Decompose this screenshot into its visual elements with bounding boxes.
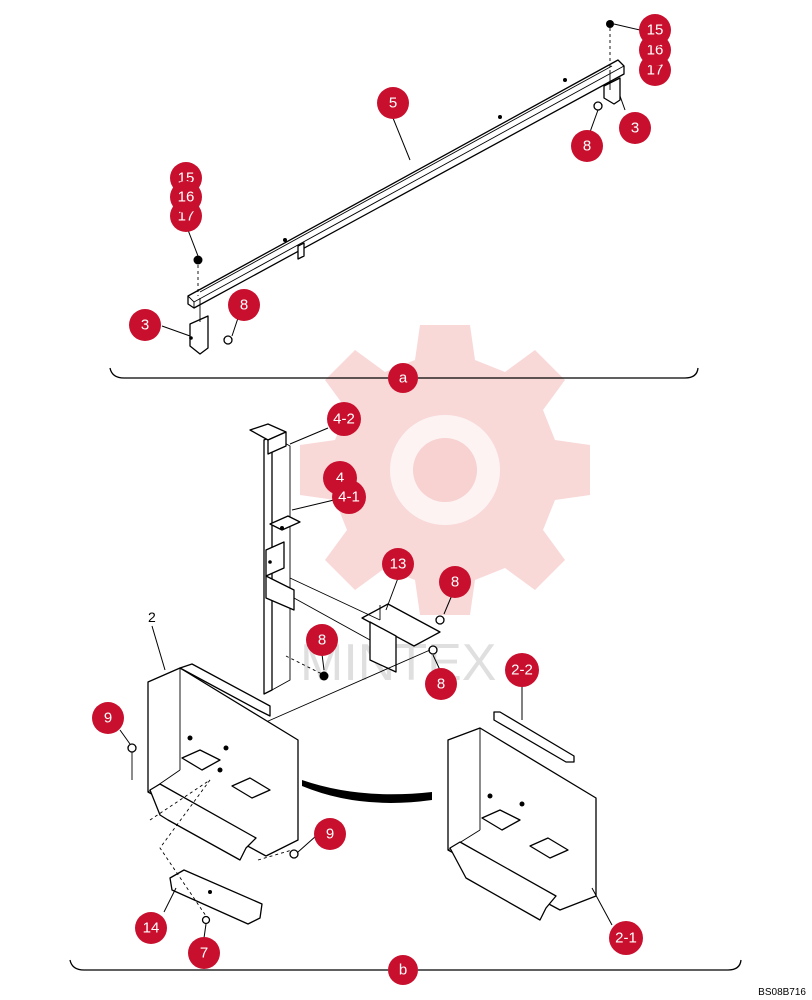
callout-9-right: 9	[314, 818, 346, 850]
bracket-part-13	[361, 603, 441, 673]
svg-text:13: 13	[390, 556, 407, 573]
callout-8-b1: 8	[439, 566, 471, 598]
svg-text:8: 8	[437, 676, 445, 693]
strip-part-2-2	[493, 711, 575, 763]
svg-text:3: 3	[631, 120, 639, 137]
svg-text:b: b	[399, 962, 407, 979]
bolt-top-right	[606, 20, 614, 70]
callout-8-right: 8	[571, 130, 603, 162]
bolt-part-9	[127, 743, 299, 859]
plate-part-14	[169, 869, 263, 925]
svg-text:8: 8	[451, 574, 459, 591]
callout-2-1: 2-1	[609, 921, 643, 955]
svg-text:16: 16	[647, 42, 664, 59]
svg-text:4-1: 4-1	[338, 489, 360, 506]
svg-text:9: 9	[326, 826, 334, 843]
svg-text:8: 8	[240, 297, 248, 314]
svg-text:14: 14	[143, 920, 160, 937]
svg-text:a: a	[399, 370, 408, 387]
svg-text:16: 16	[178, 189, 195, 206]
callout-3-right: 3	[619, 112, 651, 144]
watermark-gear-logo	[300, 325, 590, 615]
svg-text:5: 5	[389, 95, 397, 112]
svg-text:2-1: 2-1	[615, 930, 637, 947]
svg-text:8: 8	[318, 632, 326, 649]
bolt-left	[193, 255, 203, 296]
support-post-part-4	[249, 423, 301, 695]
callout-13: 13	[382, 548, 414, 580]
cover-variant-part-2-1	[447, 727, 597, 921]
callout-16-left: 16	[170, 181, 202, 213]
callout-8-b3: 8	[425, 668, 457, 700]
svg-text:17: 17	[647, 62, 664, 79]
callout-8-left: 8	[228, 289, 260, 321]
section-a-bracket	[109, 367, 699, 379]
reference-code: BS08B716	[758, 987, 806, 998]
callout-2-2: 2-2	[505, 653, 539, 687]
callout-8-b2: 8	[306, 624, 338, 656]
callout-7: 7	[188, 937, 220, 969]
callout-4-1: 4-1	[332, 480, 366, 514]
arrow-to-variant	[302, 780, 432, 803]
callout-5: 5	[377, 87, 409, 119]
section-b-bracket	[69, 959, 742, 971]
svg-text:3: 3	[141, 317, 149, 334]
label-part-2: 2	[148, 609, 156, 625]
callout-3-left: 3	[129, 309, 161, 341]
bracket-left-part-3	[189, 298, 233, 355]
section-b-marker: b	[388, 955, 418, 985]
svg-text:9: 9	[104, 710, 112, 727]
svg-text:2-2: 2-2	[511, 662, 533, 679]
svg-text:4-2: 4-2	[333, 411, 355, 428]
callout-14: 14	[135, 912, 167, 944]
svg-text:8: 8	[583, 138, 591, 155]
svg-text:15: 15	[647, 22, 664, 39]
callout-9-left: 9	[92, 702, 124, 734]
bolts-part-8	[285, 615, 445, 681]
svg-text:4: 4	[336, 470, 344, 487]
cover-part-2	[147, 663, 299, 861]
bracket-right-part-3	[593, 70, 621, 111]
callout-15-top: 15	[639, 14, 671, 46]
section-a-marker: a	[388, 363, 418, 393]
long-rail-part-5	[187, 59, 625, 309]
callout-4-2: 4-2	[327, 402, 361, 436]
svg-text:7: 7	[200, 945, 208, 962]
